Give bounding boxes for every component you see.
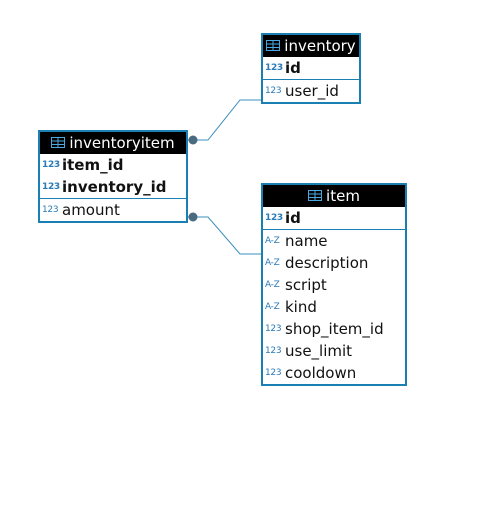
column-name: id — [285, 59, 301, 77]
column-name: use_limit — [285, 342, 353, 360]
column-row[interactable]: A-Z script — [263, 274, 405, 296]
column-row[interactable]: 123 item_id — [40, 154, 186, 176]
numeric-type-icon: 123 — [265, 324, 282, 334]
table-grid-icon — [308, 185, 323, 207]
column-name: item_id — [62, 156, 124, 174]
column-row[interactable]: 123 shop_item_id — [263, 318, 405, 340]
column-row[interactable]: A-Z description — [263, 252, 405, 274]
table-name: item — [326, 187, 360, 205]
text-type-icon: A-Z — [265, 302, 280, 312]
column-row[interactable]: 123 use_limit — [263, 340, 405, 362]
table-grid-icon — [51, 132, 66, 154]
text-type-icon: A-Z — [265, 280, 280, 290]
link-dot-inventory — [188, 135, 198, 145]
table-grid-icon — [266, 35, 281, 57]
text-type-icon: A-Z — [265, 258, 280, 268]
link-inventoryitem-item — [187, 216, 262, 255]
table-header[interactable]: item — [263, 185, 405, 207]
column-row[interactable]: 123 id — [263, 207, 405, 229]
column-row[interactable]: 123 cooldown — [263, 362, 405, 384]
numeric-type-icon: 123 — [42, 205, 59, 215]
table-name: inventoryitem — [69, 134, 175, 152]
numeric-type-icon: 123 — [42, 160, 60, 170]
numeric-type-icon: 123 — [265, 368, 282, 378]
table-item[interactable]: item 123 id A-Z name A-Z description A-Z… — [261, 183, 407, 386]
column-name: id — [285, 209, 301, 227]
numeric-type-icon: 123 — [42, 182, 60, 192]
table-header[interactable]: inventory — [263, 35, 359, 57]
column-name: script — [285, 276, 327, 294]
table-inventoryitem[interactable]: inventoryitem 123 item_id 123 inventory_… — [38, 130, 188, 223]
column-row[interactable]: A-Z kind — [263, 296, 405, 318]
numeric-type-icon: 123 — [265, 63, 283, 73]
numeric-type-icon: 123 — [265, 86, 282, 96]
link-dot-item — [188, 212, 198, 222]
numeric-type-icon: 123 — [265, 213, 283, 223]
column-row[interactable]: 123 amount — [40, 198, 186, 221]
column-name: amount — [62, 201, 120, 219]
column-row[interactable]: 123 inventory_id — [40, 176, 186, 198]
column-name: cooldown — [285, 364, 357, 382]
table-name: inventory — [284, 37, 356, 55]
column-row[interactable]: 123 user_id — [263, 79, 359, 102]
column-name: description — [285, 254, 369, 272]
table-header[interactable]: inventoryitem — [40, 132, 186, 154]
text-type-icon: A-Z — [265, 236, 280, 246]
column-name: name — [285, 232, 328, 250]
link-inventoryitem-inventory — [187, 99, 262, 141]
column-row[interactable]: 123 id — [263, 57, 359, 79]
column-name: shop_item_id — [285, 320, 384, 338]
table-inventory[interactable]: inventory 123 id 123 user_id — [261, 33, 361, 104]
column-name: inventory_id — [62, 178, 167, 196]
column-row[interactable]: A-Z name — [263, 229, 405, 252]
column-name: user_id — [285, 82, 339, 100]
column-name: kind — [285, 298, 317, 316]
numeric-type-icon: 123 — [265, 346, 282, 356]
